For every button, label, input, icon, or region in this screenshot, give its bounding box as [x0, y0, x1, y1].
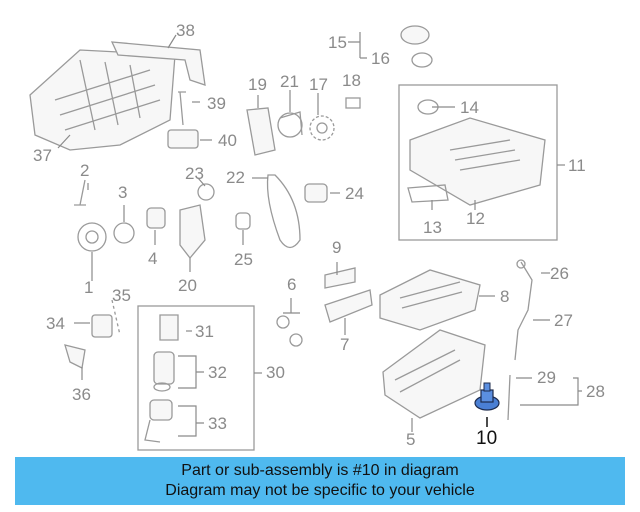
callout-29: 29	[537, 368, 556, 387]
info-banner: Part or sub-assembly is #10 in diagram D…	[15, 457, 625, 505]
callout-15: 15	[328, 33, 347, 52]
callout-39: 39	[207, 94, 226, 113]
callout-30: 30	[266, 363, 285, 382]
callout-24: 24	[345, 184, 364, 203]
part-10-drain-plug-highlight	[474, 382, 500, 427]
gasket-38-drawing	[110, 41, 206, 86]
callout-21: 21	[280, 72, 299, 91]
callout-2: 2	[80, 161, 90, 180]
callout-5: 5	[406, 430, 416, 449]
callout-4: 4	[148, 249, 158, 268]
parts-diagram	[29, 25, 582, 451]
callout-13: 13	[423, 218, 442, 237]
callout-27: 27	[554, 311, 573, 330]
callout-14: 14	[460, 98, 479, 117]
callout-25: 25	[234, 250, 253, 269]
callout-8: 8	[500, 287, 510, 306]
callout-18: 18	[342, 71, 361, 90]
banner-line-2: Diagram may not be specific to your vehi…	[165, 482, 475, 499]
callout-7: 7	[340, 335, 350, 354]
callout-28: 28	[586, 382, 605, 401]
callout-38: 38	[176, 21, 195, 40]
callout-12: 12	[466, 209, 485, 228]
callout-34: 34	[46, 314, 65, 333]
banner-line-1: Part or sub-assembly is #10 in diagram	[181, 462, 459, 479]
callout-32: 32	[208, 363, 227, 382]
callout-19: 19	[248, 75, 267, 94]
callout-35: 35	[112, 286, 131, 305]
callout-20: 20	[178, 276, 197, 295]
callout-26: 26	[550, 264, 569, 283]
callout-16: 16	[371, 49, 390, 68]
callout-31: 31	[195, 322, 214, 341]
callout-3: 3	[118, 183, 128, 202]
callout-36: 36	[72, 385, 91, 404]
callout-23: 23	[185, 164, 204, 183]
callout-17: 17	[309, 75, 328, 94]
callout-1: 1	[84, 278, 94, 297]
callout-37: 37	[33, 146, 52, 165]
intake-manifold-drawing	[29, 49, 176, 151]
callout-22: 22	[226, 168, 245, 187]
callout-9: 9	[332, 238, 342, 257]
callout-11: 11	[568, 156, 586, 175]
callout-10-highlighted: 10	[476, 428, 498, 449]
callout-40: 40	[218, 131, 237, 150]
callout-33: 33	[208, 414, 227, 433]
callout-6: 6	[287, 275, 297, 294]
